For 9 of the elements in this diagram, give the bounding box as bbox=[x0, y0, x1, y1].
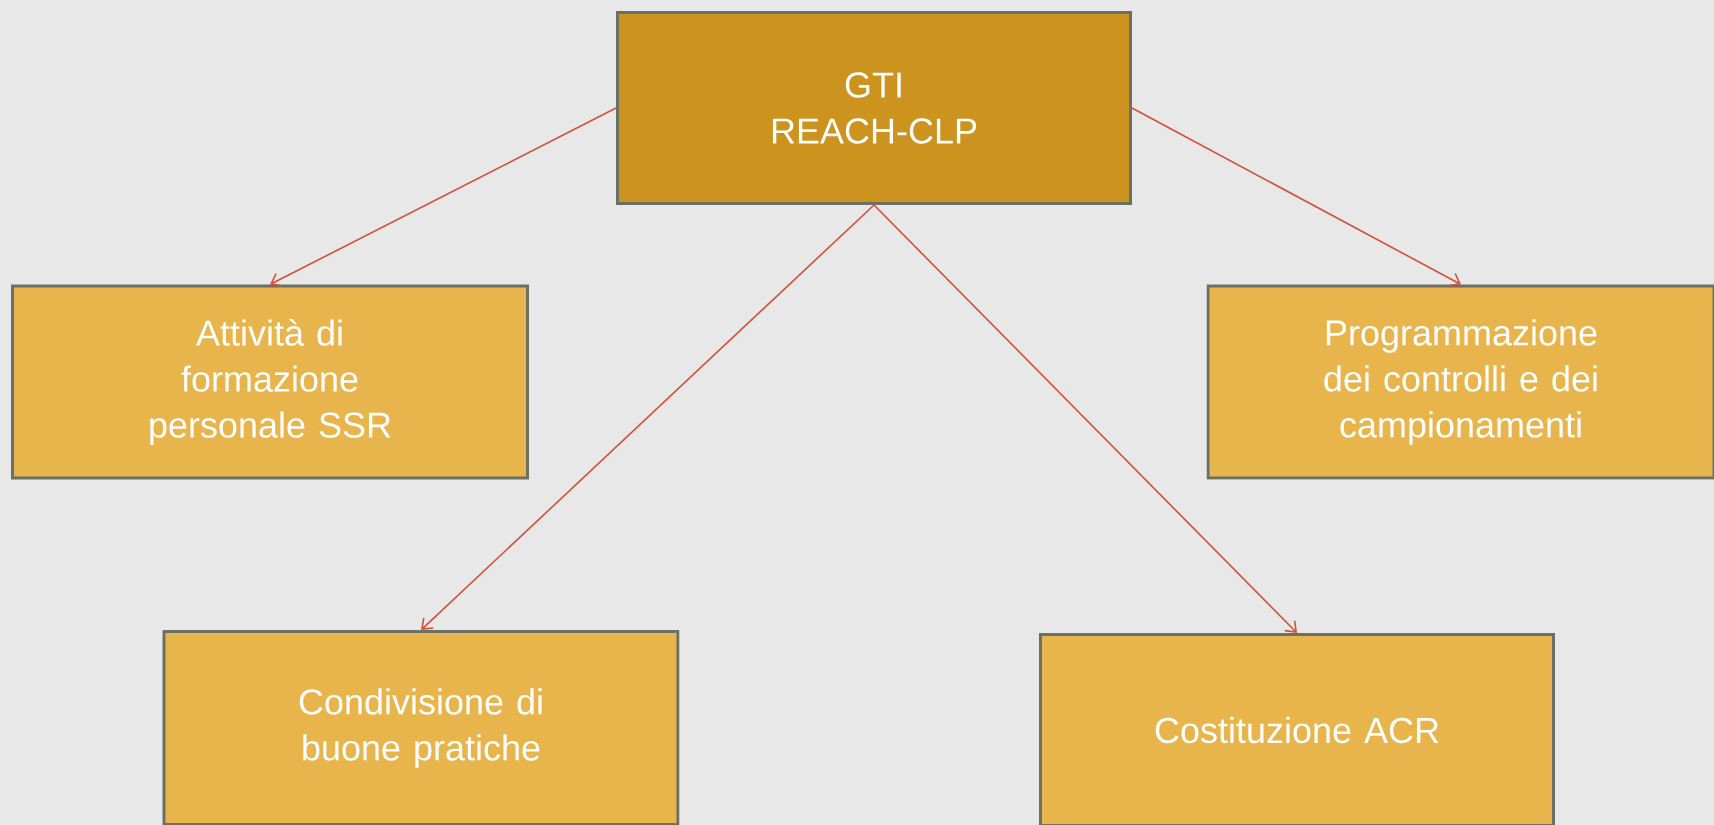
process-box: GTI REACH-CLP bbox=[616, 11, 1132, 205]
process-box: Condivisione di buone pratiche bbox=[162, 630, 680, 825]
process-box: Programmazione dei controlli e dei campionamenti bbox=[1206, 284, 1714, 480]
arrow bbox=[270, 107, 617, 287]
arrow bbox=[873, 204, 1297, 633]
arrow bbox=[1131, 107, 1461, 287]
process-box: Costituzione ACR bbox=[1039, 633, 1555, 825]
process-box: Attività di formazione personale SSR bbox=[11, 284, 529, 480]
arrow bbox=[421, 204, 875, 630]
